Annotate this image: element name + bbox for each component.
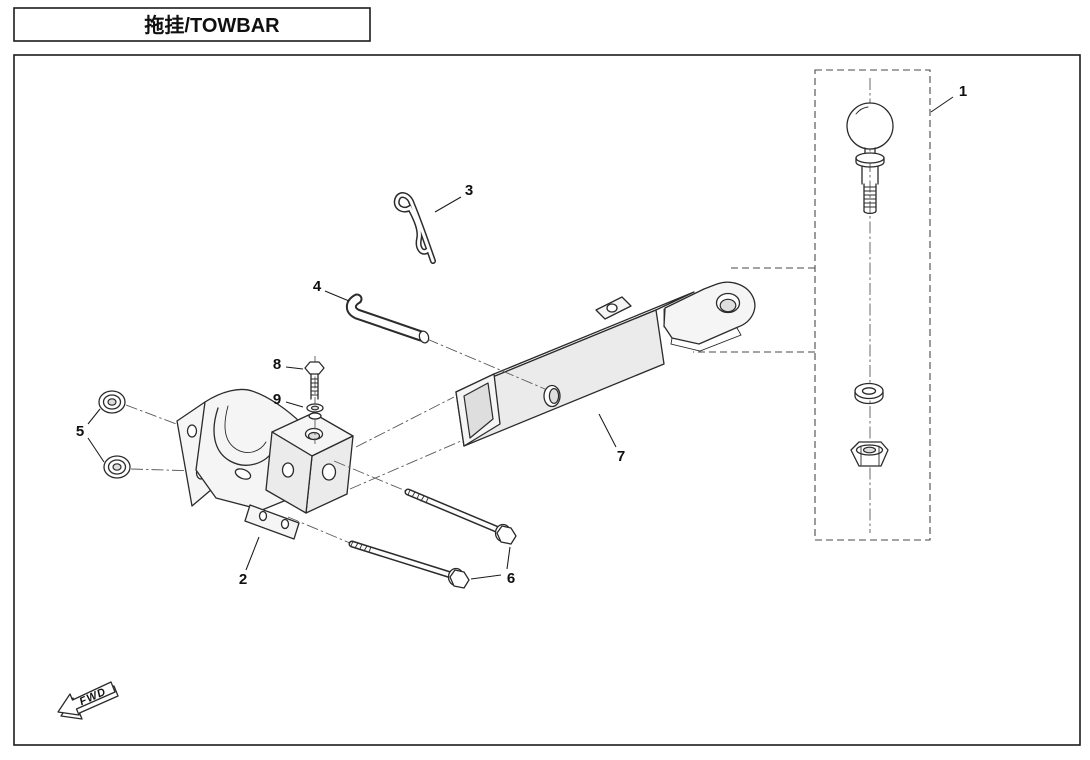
nut-guide-line-1 (125, 404, 188, 429)
part-tow-ball-kit: 1 (693, 69, 967, 541)
bracket-left-hole (281, 462, 295, 478)
part-hex-bolts: 6 (287, 460, 517, 589)
r-clip-body (395, 193, 435, 263)
page-title: 拖挂/TOWBAR (144, 13, 280, 37)
fwd-indicator: FWD (57, 681, 119, 720)
ball-washer (854, 382, 884, 405)
part-flange-nuts: 5 (76, 390, 198, 479)
callout-leader-5a (87, 408, 101, 425)
callout-leader-4 (324, 290, 350, 302)
hitch-pin-body (347, 295, 425, 340)
bolt-axis-2 (287, 516, 351, 544)
bracket-front-hole (321, 463, 337, 481)
hex-bolt-1 (404, 488, 517, 545)
part-hitch-pin: 4 (313, 278, 546, 390)
tube-guide-line-bottom (349, 440, 462, 490)
tow-ball (846, 102, 894, 215)
callout-leader-7 (598, 413, 617, 448)
ball-mount-hole-depth (719, 298, 737, 313)
hex-bolt-2 (348, 540, 470, 589)
bracket-flange-hole-1 (258, 510, 268, 522)
part-r-clip: 3 (393, 182, 473, 264)
part-small-bolt: 8 (273, 356, 325, 444)
bracket-u-cut-outer (213, 407, 275, 466)
callout-leader-8 (285, 366, 304, 370)
tube-guide-line-top (355, 396, 455, 448)
part-washer: 9 (273, 391, 324, 420)
part-hitch-bracket: 2 (176, 388, 354, 588)
flange-nut-1 (98, 390, 126, 414)
tube-end-opening (463, 382, 494, 439)
callout-number-7: 7 (617, 448, 625, 465)
washer-hole (310, 405, 320, 411)
ball-mount-plate-thickness (670, 327, 742, 352)
callout-leader-9 (285, 401, 304, 408)
part-towbar-tube: 7 (349, 281, 756, 490)
callout-number-3: 3 (465, 182, 473, 199)
callout-leader-6a (506, 546, 511, 570)
callout-leader-6b (470, 574, 502, 580)
callout-number-5: 5 (76, 423, 84, 440)
callout-leader-2 (245, 536, 260, 571)
title-box (13, 7, 371, 42)
callout-number-9: 9 (273, 391, 281, 408)
bracket-flange-hole-2 (280, 518, 290, 530)
callout-number-1: 1 (959, 83, 967, 100)
callout-number-2: 2 (239, 571, 247, 588)
ball-hex-nut (850, 441, 889, 467)
washer-lower (308, 412, 322, 420)
hitch-pin-end-cap (418, 330, 430, 344)
bracket-u-cut-inner (224, 405, 267, 453)
bolt-axis-1 (333, 460, 407, 492)
tube-pin-hole-depth (548, 388, 560, 405)
callout-leader-5b (87, 437, 105, 463)
flange-nut-2 (103, 455, 131, 479)
diagram-frame (13, 54, 1081, 746)
callout-leader-1 (930, 96, 954, 113)
callout-number-4: 4 (313, 278, 322, 295)
nut-guide-line-2 (130, 468, 198, 472)
bracket-slot (234, 468, 252, 480)
pin-guide-line (426, 338, 546, 390)
callout-number-6: 6 (507, 570, 515, 587)
callout-leader-3 (434, 196, 462, 213)
fwd-arrow (57, 681, 116, 716)
small-bolt-head (304, 361, 325, 375)
bracket-bottom-flange (244, 504, 300, 540)
tube-tab-hole (606, 303, 618, 313)
kit-dashed-box (814, 69, 931, 541)
callout-number-8: 8 (273, 356, 281, 373)
bracket-plate-hole-1 (186, 424, 198, 438)
bracket-top-hole-depth (307, 431, 321, 441)
